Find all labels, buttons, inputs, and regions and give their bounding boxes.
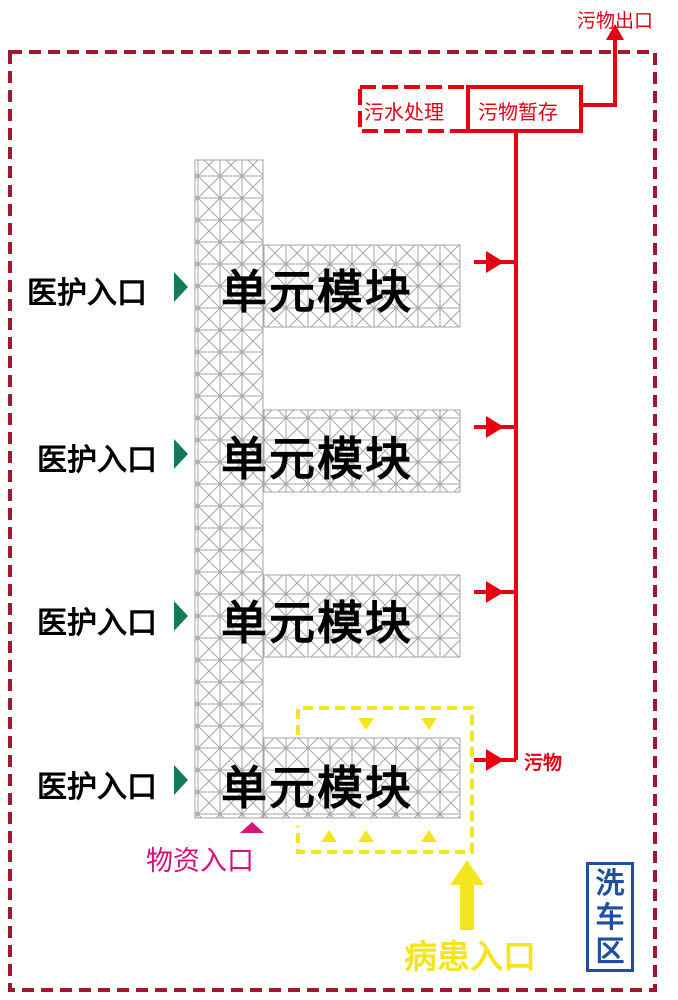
staff-entrance-label: 医护入口 xyxy=(37,606,157,641)
wash-area-char: 车 xyxy=(595,900,625,934)
staff-entrance-arrows xyxy=(174,272,188,795)
patient-big-arrow-icon xyxy=(450,860,484,930)
wash-area-box: 洗 车 区 xyxy=(586,862,634,972)
arrow-up-icon xyxy=(606,24,624,40)
module-wing-3 xyxy=(262,574,461,658)
patient-flow xyxy=(296,706,474,854)
corridor-spine xyxy=(194,159,264,819)
arrow-right-icon xyxy=(486,251,504,273)
site-boundary xyxy=(8,50,657,992)
staff-entrance-label: 医护入口 xyxy=(37,443,157,478)
arrow-down-icon xyxy=(421,718,437,730)
supply-arrow-icon xyxy=(240,822,264,833)
building-grid xyxy=(194,159,461,819)
arrow-right-icon xyxy=(486,749,504,771)
staff-entrance-label: 医护入口 xyxy=(27,276,147,311)
unit-module-label: 单元模块 xyxy=(221,761,413,815)
patient-entrance-label: 病患入口 xyxy=(404,937,536,976)
unit-module-label: 单元模块 xyxy=(221,265,413,319)
wash-area-char: 区 xyxy=(595,934,625,968)
arrow-right-icon xyxy=(486,581,504,603)
supply-entrance-label: 物资入口 xyxy=(146,846,254,877)
waste-exit-label: 污物出口 xyxy=(577,10,654,32)
waste-storage-box xyxy=(466,85,583,133)
staff-arrow-icon xyxy=(174,601,188,631)
sewage-treatment-box xyxy=(358,85,470,133)
module-wing-2 xyxy=(262,409,461,493)
arrow-up-icon xyxy=(321,830,337,842)
patient-loop xyxy=(296,706,474,854)
unit-module-label: 单元模块 xyxy=(221,596,413,650)
module-wing-1 xyxy=(262,244,461,328)
waste-storage-label: 污物暂存 xyxy=(478,100,558,124)
unit-module-label: 单元模块 xyxy=(221,432,413,486)
wash-area-char: 洗 xyxy=(595,866,625,900)
module-wing-4 xyxy=(262,737,461,819)
staff-entrance-label: 医护入口 xyxy=(37,770,157,805)
staff-arrow-icon xyxy=(174,272,188,302)
arrow-down-icon xyxy=(358,718,374,730)
arrow-up-icon xyxy=(421,830,437,842)
waste-arrowheads xyxy=(486,24,624,771)
waste-exit-line xyxy=(581,38,617,107)
patient-arrowheads xyxy=(321,718,484,930)
waste-label: 污物 xyxy=(524,752,563,774)
arrow-right-icon xyxy=(486,416,504,438)
arrow-up-icon xyxy=(358,830,374,842)
staff-arrow-icon xyxy=(174,439,188,469)
staff-arrow-icon xyxy=(174,765,188,795)
sewage-treatment-label: 污水处理 xyxy=(364,100,444,124)
